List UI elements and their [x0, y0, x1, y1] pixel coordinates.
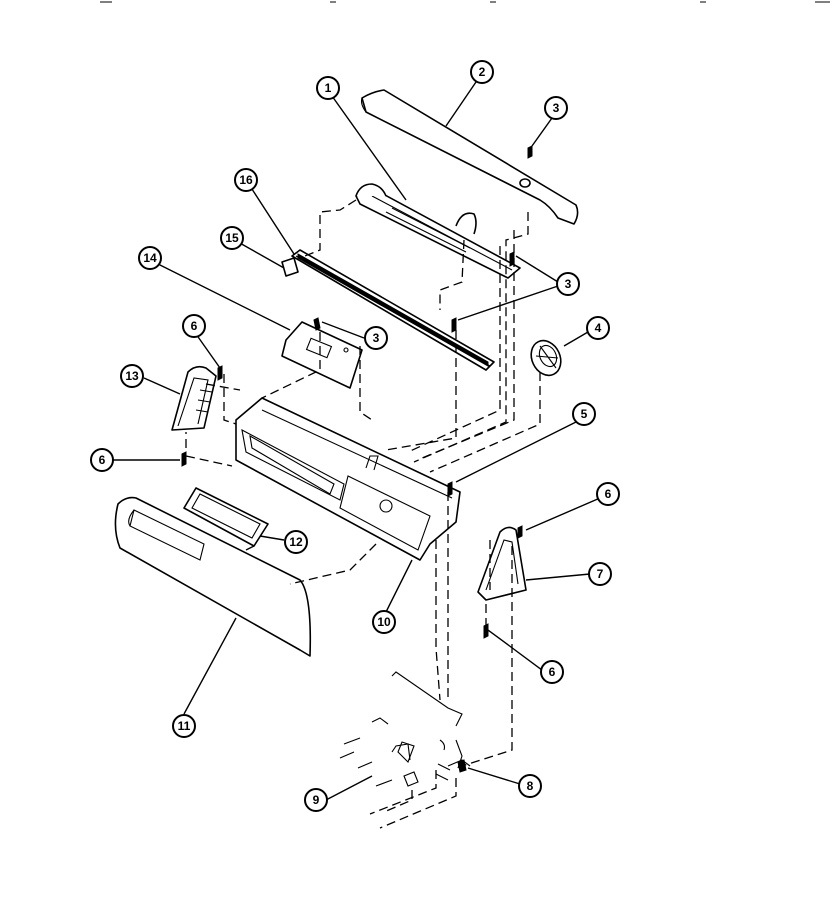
callout-6-lower-left: 6 [90, 448, 114, 472]
callout-3-right-label: 3 [565, 277, 572, 291]
callout-3-right: 3 [556, 272, 580, 296]
lower-bracket [339, 671, 471, 787]
callout-15: 15 [220, 226, 244, 250]
callout-6-lower-left-label: 6 [99, 453, 106, 467]
callout-3-top: 3 [544, 96, 568, 120]
callout-6-upper-right-label: 6 [605, 487, 612, 501]
callout-6-lower-right-label: 6 [549, 665, 556, 679]
bracket-rail [355, 183, 521, 279]
callout-12: 12 [284, 530, 308, 554]
light-strip [291, 249, 495, 371]
callout-1-label: 1 [325, 81, 332, 95]
callout-5: 5 [572, 402, 596, 426]
callout-2-label: 2 [479, 65, 486, 79]
callout-14: 14 [138, 246, 162, 270]
callout-9: 9 [304, 788, 328, 812]
callout-6-upper-left: 6 [182, 314, 206, 338]
callout-16: 16 [234, 168, 258, 192]
callout-8: 8 [518, 774, 542, 798]
callout-13-label: 13 [125, 369, 139, 383]
callout-2: 2 [470, 60, 494, 84]
callout-15-label: 15 [225, 231, 239, 245]
callout-12-label: 12 [289, 535, 303, 549]
control-console [235, 397, 461, 561]
top-cover-panel [360, 89, 579, 225]
callout-4: 4 [586, 316, 610, 340]
callout-6-upper-left-label: 6 [191, 319, 198, 333]
window-frame [183, 487, 269, 547]
callout-14-label: 14 [143, 251, 157, 265]
callout-7-label: 7 [597, 567, 604, 581]
callout-16-label: 16 [239, 173, 253, 187]
callout-1: 1 [316, 76, 340, 100]
callout-10: 10 [372, 610, 396, 634]
assembly-lines [185, 199, 541, 829]
callout-3-panel: 3 [364, 326, 388, 350]
callout-13: 13 [120, 364, 144, 388]
callout-11: 11 [172, 714, 196, 738]
callout-8-label: 8 [527, 779, 534, 793]
left-end-cap [171, 365, 217, 431]
callout-3-panel-label: 3 [373, 331, 380, 345]
callout-6-upper-right: 6 [596, 482, 620, 506]
callout-3-top-label: 3 [553, 101, 560, 115]
display-panel [281, 321, 363, 389]
callout-7: 7 [588, 562, 612, 586]
callout-4-label: 4 [595, 321, 602, 335]
callout-5-label: 5 [581, 407, 588, 421]
leader-lines [112, 81, 601, 801]
callout-10-label: 10 [377, 615, 391, 629]
control-knob [530, 339, 562, 377]
front-bezel [114, 496, 312, 657]
callout-6-lower-right: 6 [540, 660, 564, 684]
right-end-cap [477, 526, 527, 601]
screws [181, 145, 533, 773]
callout-9-label: 9 [313, 793, 320, 807]
clip [281, 257, 299, 277]
callout-11-label: 11 [178, 719, 191, 733]
